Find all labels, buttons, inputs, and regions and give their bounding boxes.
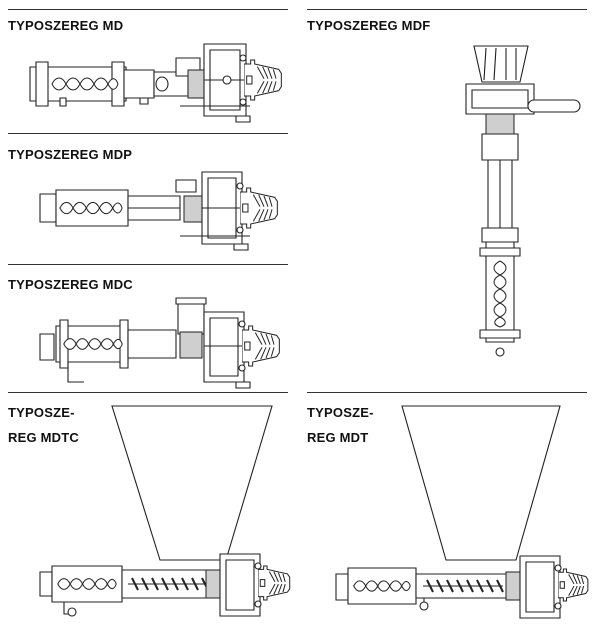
divider-mdp-mdc bbox=[8, 264, 288, 265]
pump-drawing-mdtc bbox=[40, 406, 291, 616]
divider-mdf-mdt bbox=[307, 392, 587, 393]
pump-drawing-mdc bbox=[40, 298, 280, 388]
pump-drawing-mdp bbox=[40, 172, 278, 250]
section-title-mdtc-line1: TYPOSZE- bbox=[8, 405, 75, 420]
divider-md-mdp bbox=[8, 133, 288, 134]
section-title-mdt-line2: REG MDT bbox=[307, 430, 369, 445]
pump-drawing-mdt bbox=[336, 406, 589, 618]
section-title-mdf: TYPOSZEREG MDF bbox=[307, 18, 431, 33]
section-title-md: TYPOSZEREG MD bbox=[8, 18, 124, 33]
section-title-mdt-line1: TYPOSZE- bbox=[307, 405, 374, 420]
section-title-mdp: TYPOSZEREG MDP bbox=[8, 147, 133, 162]
divider-top-left bbox=[8, 9, 288, 10]
divider-top-right bbox=[307, 9, 587, 10]
section-title-mdc: TYPOSZEREG MDC bbox=[8, 277, 133, 292]
pump-drawing-md bbox=[30, 44, 282, 122]
pump-drawing-mdf bbox=[466, 46, 580, 356]
divider-mdc-mdtc bbox=[8, 392, 288, 393]
section-title-mdtc-line2: REG MDTC bbox=[8, 430, 79, 445]
